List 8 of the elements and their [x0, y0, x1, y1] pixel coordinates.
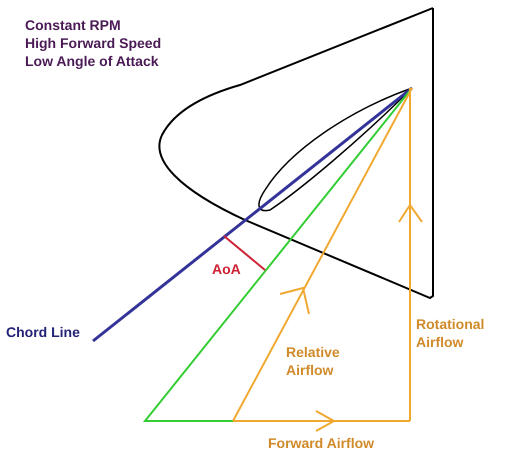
heading-text: High Forward Speed — [25, 34, 162, 52]
angle-label: AoA — [212, 260, 241, 278]
vector-label: Rotational Airflow — [416, 315, 486, 351]
heading-text: Low Angle of Attack — [25, 52, 159, 70]
vector-label: Chord Line — [6, 323, 80, 341]
heading-text: Constant RPM — [25, 16, 121, 34]
vector-label: Forward Airflow — [268, 434, 374, 452]
vector-label: Relative Airflow — [286, 343, 341, 379]
